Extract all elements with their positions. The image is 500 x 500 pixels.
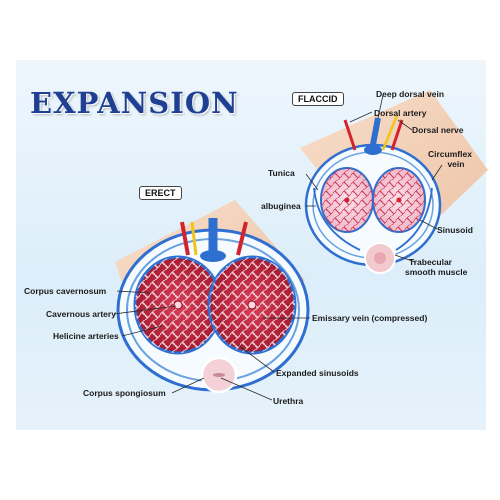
erect-cross-section (115, 200, 310, 394)
label-albuginea: albuginea (261, 201, 301, 211)
flaccid-dorsal-artery-right (390, 119, 404, 151)
erect-right-cavernous-artery (247, 300, 257, 310)
flaccid-urethra (374, 252, 386, 264)
flaccid-vein-lumen (364, 145, 382, 155)
label-circumflex-vein: Circumflex vein (428, 149, 472, 169)
page-title: EXPANSION (30, 86, 239, 120)
label-expanded-sinusoids: Expanded sinusoids (276, 368, 359, 378)
erect-dorsal-artery-right (236, 221, 248, 256)
erect-vein-lumen (200, 250, 226, 262)
flaccid-right-cavernous-artery (396, 197, 402, 203)
label-emissary-vein: Emissary vein (compressed) (312, 313, 428, 323)
label-trabecular-smooth-muscle: Trabecular smooth muscle (405, 257, 467, 277)
flaccid-circumflex-vein-left (313, 187, 361, 251)
erect-dorsal-nerve (190, 221, 198, 256)
flaccid-circumflex-vein-right (395, 187, 433, 251)
flaccid-cross-section (300, 90, 488, 274)
label-circumflex-vein-line2: vein (447, 159, 465, 169)
flaccid-dorsal-nerve (381, 114, 399, 151)
label-dorsal-nerve: Dorsal nerve (412, 125, 464, 135)
label-corpus-spongiosum: Corpus spongiosum (83, 388, 166, 398)
erect-dorsal-artery-left (180, 221, 190, 256)
flaccid-dorsal-artery-left (343, 119, 357, 151)
flaccid-left-cavernous-artery (344, 197, 350, 203)
label-corpus-cavernosum: Corpus cavernosum (24, 286, 107, 296)
label-tunica: Tunica (268, 168, 295, 178)
label-dorsal-artery: Dorsal artery (374, 108, 427, 118)
leader-lines (113, 94, 443, 401)
label-trabecular-line2: smooth muscle (405, 267, 468, 277)
erect-urethra (213, 373, 225, 377)
label-circumflex-vein-line1: Circumflex (428, 149, 472, 159)
state-label-erect: ERECT (139, 186, 182, 200)
label-urethra: Urethra (273, 396, 304, 406)
label-deep-dorsal-vein: Deep dorsal vein (376, 89, 445, 99)
label-helicine-arteries: Helicine arteries (53, 331, 119, 341)
erect-left-cavernous-artery (173, 300, 183, 310)
label-cavernous-artery: Cavernous artery (46, 309, 116, 319)
flaccid-deep-dorsal-vein (369, 117, 381, 151)
label-trabecular-line1: Trabecular (409, 257, 452, 267)
state-label-flaccid: FLACCID (292, 92, 344, 106)
label-sinusoid: Sinusoid (437, 225, 473, 235)
